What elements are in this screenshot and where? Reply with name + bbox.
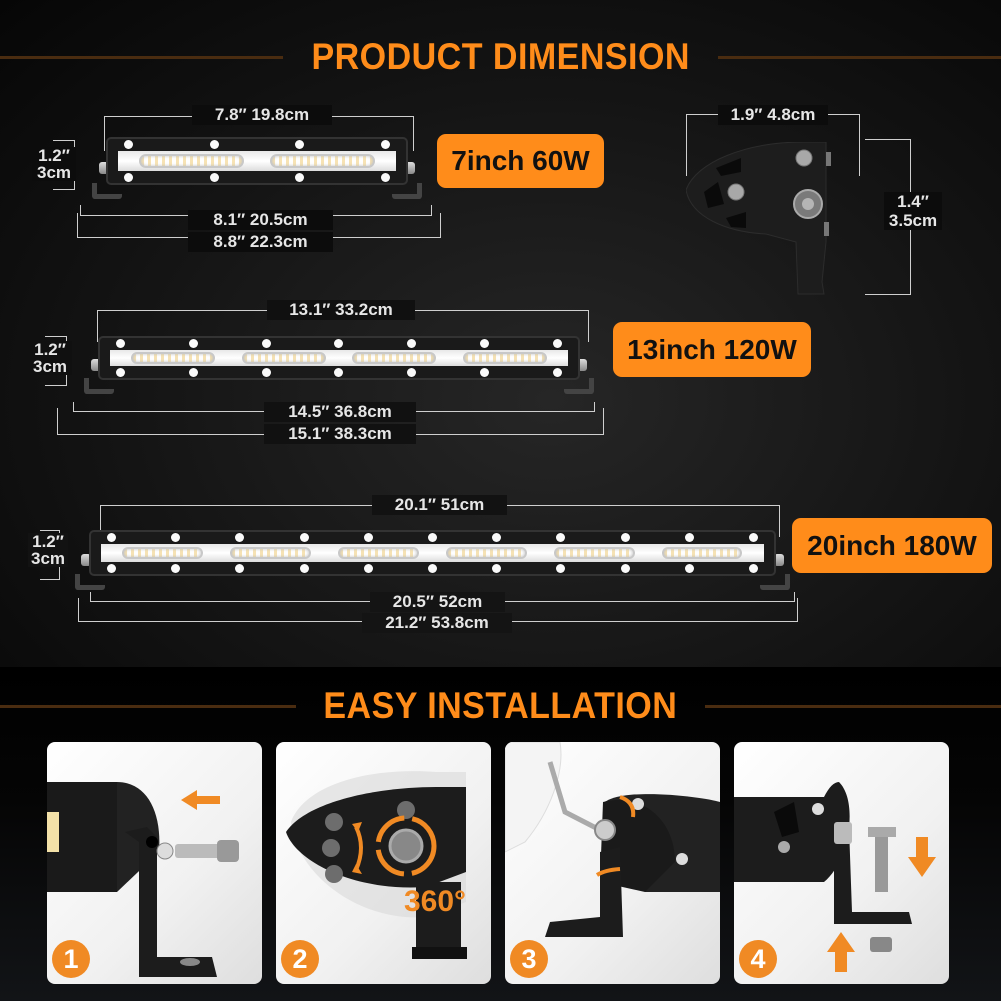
rotate-bracket-illustration [286,771,467,959]
height-inches: 1.2″ [34,340,66,359]
led-pod [241,352,326,364]
led-pod [122,546,204,560]
led-lens [110,350,568,366]
side-profile-image [686,142,831,295]
installation-title: EASY INSTALLATION [323,685,678,726]
end-knob-left [99,161,109,174]
depth-label: 1.9″ 4.8cm [718,105,828,125]
install-step-4: 4 [734,742,949,984]
led-pod [270,154,375,168]
height-label: 1.2″ 3cm [28,533,68,567]
step-number-badge: 3 [510,940,548,978]
rotate-arrow-icon [619,795,636,818]
led-lens [101,544,764,562]
overall-width-label: 21.2″ 53.8cm [362,613,512,633]
arrow-left-icon [181,790,220,810]
installation-section-header: EASY INSTALLATION [0,681,1001,731]
title-divider-right [704,704,1001,708]
power-badge-20inch: 20inch 180W [792,518,992,573]
led-pod [553,546,635,560]
mount-bracket-left [92,183,122,199]
length-label: 20.1″ 51cm [372,495,507,515]
length-label: 7.8″ 19.8cm [192,105,332,125]
install-step-1: 1 [47,742,262,984]
power-badge-7inch: 7inch 60W [437,134,604,188]
lightbar-20inch-image [75,530,790,590]
step-number-badge: 2 [281,940,319,978]
lightbar-7inch-image [92,137,422,199]
install-step-3: 3 [505,742,720,984]
height-label: 1.2″ 3cm [28,341,72,375]
arrow-down-icon [908,837,936,877]
led-pod [352,352,437,364]
dimension-section-header: PRODUCT DIMENSION [0,32,1001,82]
step-number-badge: 4 [739,940,777,978]
led-pod [139,154,244,168]
side-height-label: 1.4″ 3.5cm [884,192,942,230]
mount-bracket-right [392,183,422,199]
step-number-badge: 1 [52,940,90,978]
height-cm: 3cm [36,163,72,182]
end-knob-right [405,161,415,174]
lightbar-13inch-image [84,336,594,394]
rotation-degree-label: 360° [404,885,467,918]
mount-width-label: 20.5″ 52cm [370,592,505,612]
title-divider-left [0,704,297,708]
length-label: 13.1″ 33.2cm [267,300,415,320]
dimension-title: PRODUCT DIMENSION [311,36,690,77]
height-cm: 3cm [32,357,68,376]
led-pod [445,546,527,560]
mount-width-label: 8.1″ 20.5cm [188,210,333,230]
title-divider-left [0,55,283,59]
height-inches: 1.2″ [32,532,64,551]
led-pod [131,352,216,364]
mount-width-label: 14.5″ 36.8cm [264,402,416,422]
power-badge-13inch: 13inch 120W [613,322,811,377]
led-pod [462,352,547,364]
arrow-up-icon [827,932,855,972]
side-height-inches: 1.4″ [897,192,929,211]
side-height-cm: 3.5cm [888,211,938,230]
height-label: 1.2″ 3cm [32,147,76,181]
height-cm: 3cm [30,549,66,568]
title-divider-right [718,55,1001,59]
overall-width-label: 8.8″ 22.3cm [188,232,333,252]
led-pod [661,546,743,560]
rotate-circle-icon [375,815,437,877]
mount-bolt-illustration [734,782,936,972]
install-step-2: 360° 2 [276,742,491,984]
led-lens [118,151,396,171]
tighten-illustration [505,742,720,937]
led-pod [230,546,312,560]
height-inches: 1.2″ [38,146,70,165]
insert-bolt-illustration [47,782,239,977]
led-pod [338,546,419,560]
overall-width-label: 15.1″ 38.3cm [264,424,416,444]
